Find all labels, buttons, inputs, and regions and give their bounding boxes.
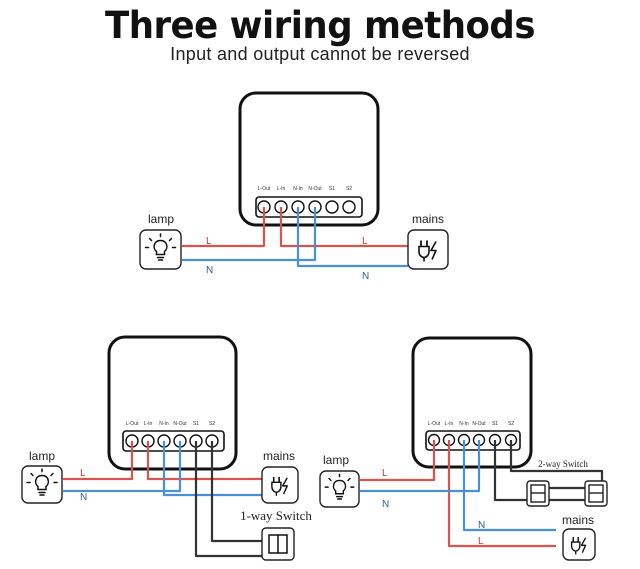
method-2-one-way-switch: L-Out L-In N-In N-Out S1 S2 L N lamp bbox=[21, 335, 312, 561]
mains-label: mains bbox=[562, 513, 594, 527]
terminal-label-l-out: L-Out bbox=[258, 186, 271, 192]
lamp-device bbox=[319, 470, 360, 508]
two-way-switch-device-1 bbox=[526, 480, 550, 507]
terminal-label-n-out: N-Out bbox=[173, 421, 187, 427]
lamp-device bbox=[21, 465, 63, 504]
method-1-basic: L-Out L-In N-In N-Out S1 S2 L N L N lamp bbox=[139, 91, 449, 282]
mains-label: mains bbox=[412, 212, 444, 226]
terminal-labels: L-Out L-In N-In N-Out S1 S2 bbox=[126, 421, 216, 427]
wire-live-lamp bbox=[63, 441, 134, 481]
terminal-label-s2: S2 bbox=[508, 421, 514, 427]
one-way-switch-device bbox=[261, 527, 295, 561]
power-plug-icon bbox=[271, 476, 288, 496]
wire-neutral-mains bbox=[296, 207, 408, 268]
terminal-label-n-in: N-In bbox=[293, 186, 303, 192]
terminal-label-s1: S1 bbox=[329, 186, 335, 192]
lamp-label: lamp bbox=[148, 212, 174, 226]
wire-live-mains bbox=[447, 440, 556, 548]
wall-switch-icon bbox=[530, 484, 546, 503]
terminal-label-n-in: N-In bbox=[159, 421, 169, 427]
wire-label-live: L bbox=[206, 236, 212, 247]
wire-label-neutral: N bbox=[382, 499, 389, 510]
terminal-label-s2: S2 bbox=[209, 421, 215, 427]
wire-label-live: L bbox=[362, 236, 368, 247]
two-way-switch-device-2 bbox=[584, 480, 608, 507]
terminal-label-n-out: N-Out bbox=[472, 421, 486, 427]
one-way-switch-label: 1-way Switch bbox=[240, 508, 312, 523]
terminal-label-s1: S1 bbox=[492, 421, 498, 427]
wire-label-neutral: N bbox=[206, 265, 213, 276]
wire-neutral-mains bbox=[462, 440, 556, 532]
wire-neutral-lamp bbox=[63, 441, 182, 493]
wire-neutral-lamp bbox=[360, 440, 481, 493]
terminal-labels: L-Out L-In N-In N-Out S1 S2 bbox=[428, 421, 515, 427]
wall-switch-icon bbox=[268, 534, 288, 554]
wire-live-lamp bbox=[360, 440, 436, 482]
power-plug-icon bbox=[570, 537, 587, 555]
mains-device bbox=[261, 466, 299, 504]
method-3-two-way-switch: L-Out L-In N-In N-Out S1 S2 L N N L lamp bbox=[319, 336, 608, 561]
wire-label-live: L bbox=[382, 468, 388, 479]
switch-module bbox=[238, 91, 380, 227]
wire-label-neutral: N bbox=[362, 271, 369, 282]
lamp-label: lamp bbox=[323, 453, 349, 467]
wire-live-lamp bbox=[182, 207, 266, 248]
terminal-labels: L-Out L-In N-In N-Out S1 S2 bbox=[258, 186, 353, 192]
wire-live-mains bbox=[146, 441, 262, 481]
wire-switch-s2 bbox=[210, 441, 262, 543]
light-bulb-icon bbox=[324, 473, 355, 500]
power-plug-icon bbox=[418, 240, 437, 262]
terminal-label-s1: S1 bbox=[193, 421, 199, 427]
wall-switch-icon bbox=[588, 484, 604, 503]
lamp-device bbox=[139, 229, 182, 270]
terminal-label-s2: S2 bbox=[346, 186, 352, 192]
wire-live-mains bbox=[279, 207, 408, 248]
mains-device bbox=[562, 528, 596, 561]
terminal-label-l-in: L-In bbox=[445, 421, 454, 427]
wire-label-neutral: N bbox=[80, 492, 87, 503]
wire-switch-s1 bbox=[194, 441, 262, 558]
terminal-label-l-out: L-Out bbox=[126, 421, 139, 427]
wire-neutral-lamp bbox=[182, 207, 317, 262]
lamp-label: lamp bbox=[29, 449, 55, 463]
terminal-label-n-in: N-In bbox=[459, 421, 469, 427]
wire-switch-s2 bbox=[509, 440, 604, 487]
page-subtitle: Input and output cannot be reversed bbox=[170, 44, 470, 64]
page-title: Three wiring methods bbox=[104, 4, 536, 47]
terminal-label-l-in: L-In bbox=[277, 186, 286, 192]
mains-label: mains bbox=[263, 449, 295, 463]
wire-label-live: L bbox=[478, 536, 484, 547]
light-bulb-icon bbox=[26, 468, 58, 496]
wire-label-live: L bbox=[80, 468, 86, 479]
terminal-label-l-out: L-Out bbox=[428, 421, 441, 427]
wire-label-neutral: N bbox=[478, 520, 485, 531]
wire-neutral-mains bbox=[162, 441, 262, 497]
terminal-label-n-out: N-Out bbox=[308, 186, 322, 192]
two-way-switch-label: 2-way Switch bbox=[538, 459, 588, 469]
terminal-label-l-in: L-In bbox=[144, 421, 153, 427]
light-bulb-icon bbox=[144, 233, 177, 261]
mains-device bbox=[407, 229, 449, 270]
